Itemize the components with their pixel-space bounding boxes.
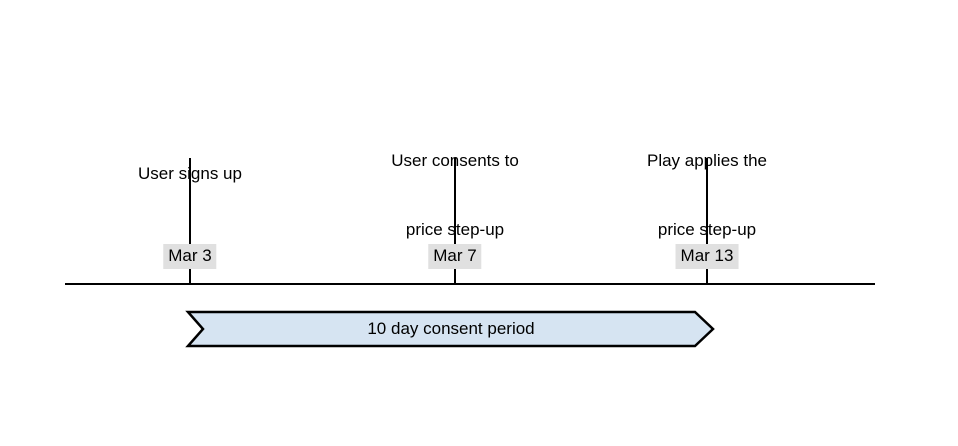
event-label-user-consents: User consents to price step-up [335,103,575,287]
event-tick-play-applies [706,158,708,283]
event-label-play-applies: Play applies the price step-up [587,103,827,287]
consent-period-banner-label: 10 day consent period [367,319,535,338]
event-label-line1: User signs up [138,164,242,183]
event-label-user-signs-up: User signs up [80,116,300,231]
event-label-line2: price step-up [405,220,505,239]
event-tick-user-signs-up [189,158,191,283]
event-tick-user-consents [454,158,456,283]
consent-period-banner: 10 day consent period [185,308,717,350]
date-chip-user-signs-up: Mar 3 [163,244,217,269]
date-chip-play-applies: Mar 13 [675,244,739,269]
consent-period-banner-shape [185,310,715,348]
timeline-axis [65,283,875,285]
event-label-line1: Play applies the [646,151,768,170]
event-label-line1: User consents to [391,151,519,170]
event-label-line2: price step-up [657,220,757,239]
date-chip-user-consents: Mar 7 [428,244,482,269]
